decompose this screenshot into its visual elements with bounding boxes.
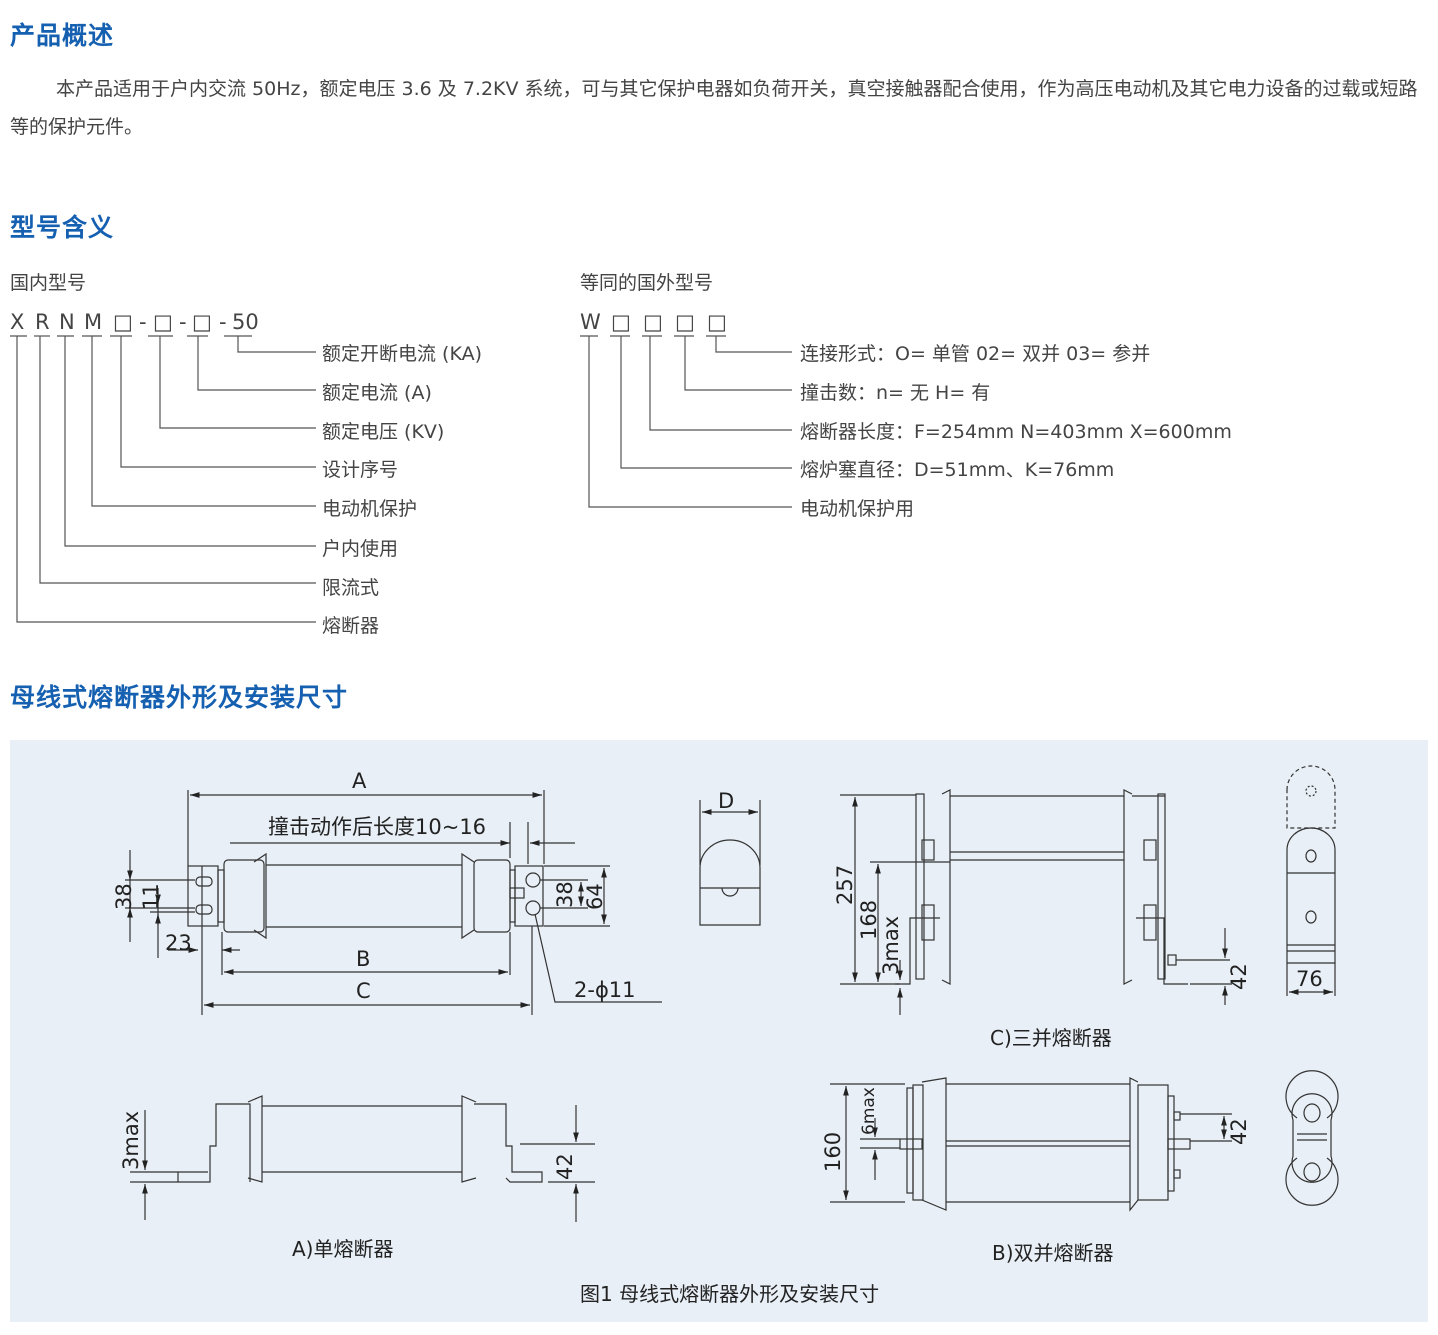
code-dash-3: -: [219, 310, 227, 334]
terminal-tab-view: [1286, 765, 1336, 964]
foreign-meaning: 撞击数：n= 无 H= 有: [800, 382, 991, 404]
caption-c: C)三并熔断器: [990, 1026, 1112, 1050]
foreign-code-box: □: [707, 310, 727, 334]
dim-a: A: [352, 769, 367, 793]
code-char-m: M: [84, 310, 103, 334]
model-leader-lines: [10, 335, 792, 623]
code-dash-2: -: [179, 310, 187, 334]
domestic-meaning: 限流式: [322, 577, 380, 599]
overview-title: 产品概述: [10, 21, 115, 50]
code-char-x: X: [10, 310, 25, 334]
dim-160: 160: [821, 1132, 845, 1172]
caption-a: A)单熔断器: [292, 1237, 394, 1261]
domestic-meaning: 额定电流 (A): [322, 382, 432, 404]
code-box-2: □: [153, 310, 173, 334]
dim-3max-c: 3max: [879, 916, 903, 975]
dim-42-c: 42: [1227, 963, 1251, 990]
domestic-meaning: 电动机保护: [322, 498, 418, 520]
code-char-n: N: [59, 310, 75, 334]
domestic-meaning: 熔断器: [322, 615, 380, 637]
fuse-end-view-d: [699, 839, 761, 926]
dim-3max-a: 3max: [119, 1111, 143, 1170]
domestic-meaning: 设计序号: [322, 459, 399, 481]
code-dash-1: -: [139, 310, 147, 334]
dim-b: B: [356, 947, 370, 971]
dim-23: 23: [165, 931, 192, 955]
code-box-3: □: [192, 310, 212, 334]
foreign-heading: 等同的国外型号: [580, 272, 714, 294]
foreign-code-box: □: [643, 310, 663, 334]
domestic-meaning: 额定电压 (KV): [322, 421, 445, 443]
code-suffix-50: 50: [232, 310, 259, 334]
dim-257: 257: [833, 865, 857, 905]
dim-42-a: 42: [553, 1153, 577, 1180]
double-terminal-view: [1285, 1070, 1339, 1206]
foreign-code-w: W: [580, 310, 601, 334]
foreign-meaning: 连接形式：O= 单管 02= 双并 03= 参并: [800, 343, 1151, 365]
foreign-code-box: □: [611, 310, 631, 334]
dim-168: 168: [857, 900, 881, 940]
dim-d: D: [718, 789, 734, 813]
dim-38-right: 38: [553, 881, 577, 908]
dim-38-left: 38: [112, 883, 136, 910]
dim-76: 76: [1296, 967, 1323, 991]
dim-holes: 2-ϕ11: [574, 978, 636, 1002]
figure-title: 母线式熔断器外形及安装尺寸: [10, 683, 349, 712]
fuse-triple-side-view: [895, 789, 1230, 985]
foreign-code-box: □: [675, 310, 695, 334]
dim-42-b: 42: [1227, 1118, 1251, 1145]
fuse-single-side-view: [130, 1095, 543, 1183]
foreign-meaning: 熔断器长度：F=254mm N=403mm X=600mm: [800, 421, 1232, 443]
code-char-r: R: [35, 310, 50, 334]
dim-striker: 撞击动作后长度10~16: [268, 815, 486, 839]
figure-caption: 图1 母线式熔断器外形及安装尺寸: [580, 1282, 880, 1306]
dim-64: 64: [583, 883, 607, 910]
model-title: 型号含义: [10, 213, 115, 242]
dim-6max: 6max: [859, 1087, 879, 1135]
code-box-1: □: [113, 310, 133, 334]
domestic-meaning: 额定开断电流 (KA): [322, 343, 482, 365]
domestic-heading: 国内型号: [10, 272, 87, 294]
overview-text: 本产品适用于户内交流 50Hz，额定电压 3.6 及 7.2KV 系统，可与其它…: [10, 78, 1418, 138]
caption-b: B)双并熔断器: [992, 1241, 1114, 1265]
fuse-top-view: [187, 852, 544, 940]
foreign-meaning: 电动机保护用: [800, 498, 915, 520]
fuse-double-side-view: [899, 1077, 1191, 1212]
foreign-meaning: 熔炉塞直径：D=51mm、K=76mm: [800, 459, 1115, 481]
figure-panel: [10, 740, 1428, 1322]
domestic-meaning: 户内使用: [322, 538, 399, 560]
dim-c: C: [356, 979, 371, 1003]
dim-11: 11: [139, 883, 163, 910]
